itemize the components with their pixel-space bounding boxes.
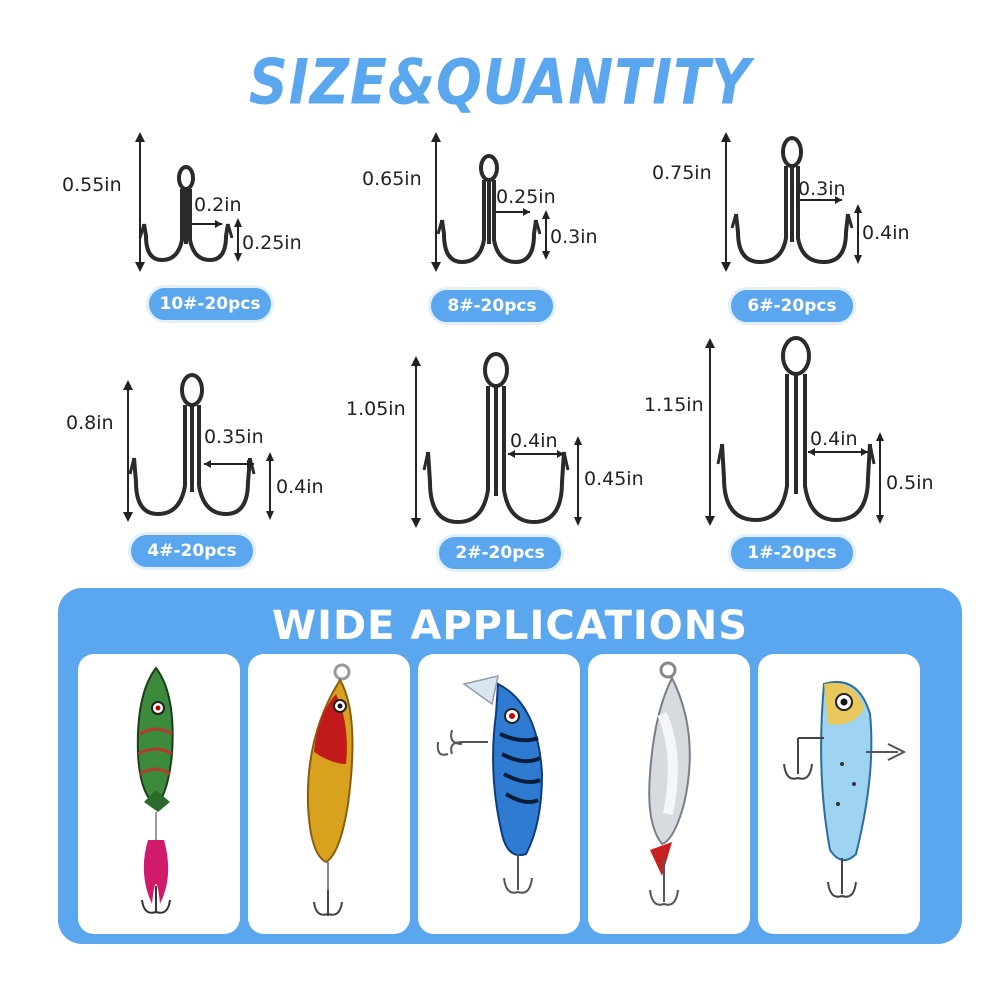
vib-blade-lure-icon	[783, 681, 907, 898]
gap-width-label: 0.25in	[496, 186, 556, 208]
hook-size-10: 0.55in 0.2in 0.25in 10#-20pcs	[58, 128, 358, 338]
lure-card-crankbait	[418, 654, 580, 934]
hook-size-4: 0.8in 0.35in 0.4in 4#-20pcs	[58, 372, 358, 582]
gap-width-label: 0.4in	[810, 428, 858, 450]
size-quantity-badge: 10#-20pcs	[146, 285, 274, 323]
lure-card-silver-spinner	[588, 654, 750, 934]
barb-length-label: 0.3in	[550, 226, 598, 248]
feather-spoon-lure-icon	[136, 666, 174, 914]
size-quantity-badge: 4#-20pcs	[128, 532, 256, 570]
treble-hook-icon	[135, 132, 242, 272]
gap-width-label: 0.2in	[194, 194, 242, 216]
gap-width-label: 0.4in	[510, 430, 558, 452]
overall-length-label: 1.15in	[644, 394, 704, 416]
size-quantity-badge: 2#-20pcs	[436, 534, 564, 572]
hook-size-6: 0.75in 0.3in 0.4in 6#-20pcs	[652, 128, 958, 338]
silver-spinner-lure-icon	[648, 661, 691, 906]
page-title: SIZE&QUANTITY	[248, 46, 752, 119]
hook-size-8: 0.65in 0.25in 0.3in 8#-20pcs	[358, 128, 658, 338]
treble-hook-icon	[721, 132, 862, 272]
gap-width-label: 0.3in	[798, 178, 846, 200]
lure-card-gold-spoon	[248, 654, 410, 934]
barb-length-label: 0.45in	[584, 468, 644, 490]
crankbait-minnow-lure-icon	[436, 674, 544, 894]
hook-size-2: 1.05in 0.4in 0.45in 2#-20pcs	[346, 350, 658, 572]
gap-width-label: 0.35in	[204, 426, 264, 448]
gold-spoon-lure-icon	[306, 663, 354, 916]
overall-length-label: 0.55in	[62, 174, 122, 196]
treble-hook-icon	[411, 352, 582, 528]
overall-length-label: 0.75in	[652, 162, 712, 184]
barb-length-label: 0.5in	[886, 472, 934, 494]
overall-length-label: 0.8in	[66, 412, 114, 434]
treble-hook-icon	[123, 373, 274, 522]
treble-hook-icon	[705, 336, 884, 526]
barb-length-label: 0.4in	[276, 476, 324, 498]
overall-length-label: 1.05in	[346, 398, 406, 420]
barb-length-label: 0.4in	[862, 222, 910, 244]
size-quantity-badge: 1#-20pcs	[728, 534, 856, 572]
overall-length-label: 0.65in	[362, 168, 422, 190]
hook-size-1: 1.15in 0.4in 0.5in 1#-20pcs	[644, 334, 958, 572]
barb-length-label: 0.25in	[242, 232, 302, 254]
treble-hook-icon	[431, 132, 550, 272]
lure-card-vib-blade	[758, 654, 920, 934]
wide-applications-panel: WIDE APPLICATIONS	[58, 588, 962, 944]
lure-card-feather-spoon	[78, 654, 240, 934]
size-quantity-badge: 6#-20pcs	[728, 287, 856, 325]
size-quantity-badge: 8#-20pcs	[428, 287, 556, 325]
applications-title: WIDE APPLICATIONS	[271, 603, 749, 649]
